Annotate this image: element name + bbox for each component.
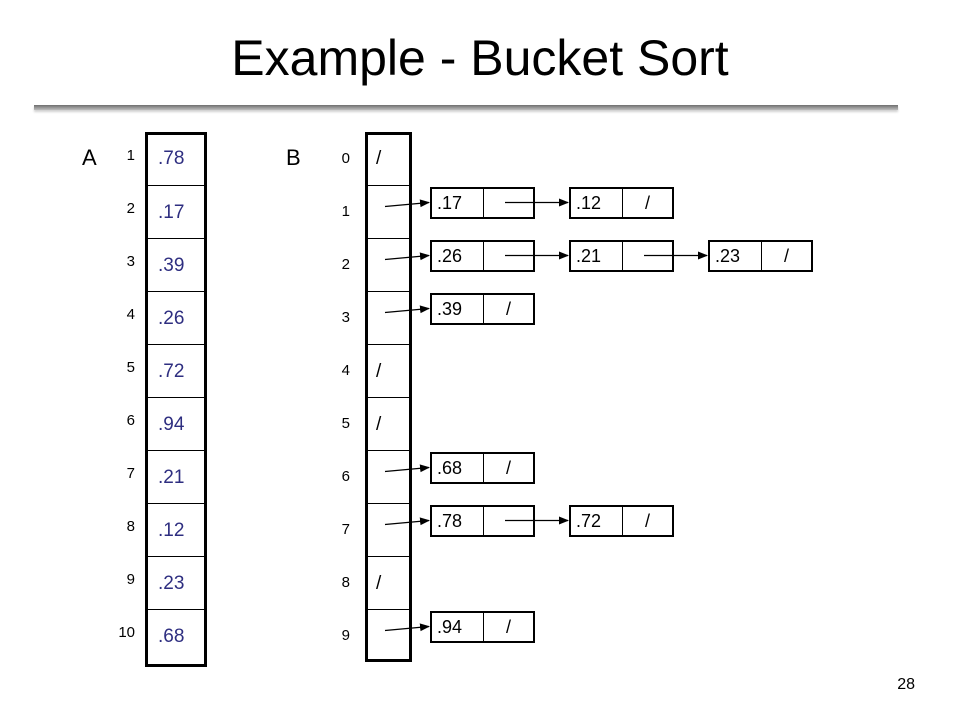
array-a-cell: .17 <box>148 185 204 238</box>
title-underline <box>34 105 898 110</box>
node-value: .21 <box>571 241 623 270</box>
array-a-cell: .23 <box>148 556 204 609</box>
node-next-pointer: / <box>783 245 789 266</box>
array-a: .78 .17.39.26.72.94.21.12.23.68 <box>145 132 207 667</box>
array-a-cell: .94 <box>148 397 204 450</box>
array-b-cell: / <box>376 148 382 169</box>
node-value: .39 <box>432 294 484 323</box>
array-a-index: 4 <box>126 306 135 323</box>
node-next-pointer: / <box>505 616 511 637</box>
array-b-index: 6 <box>341 468 350 485</box>
array-a-index: 1 <box>126 147 135 164</box>
node-value: .12 <box>571 188 623 217</box>
array-b-cell <box>368 503 409 556</box>
array-b-cell <box>368 609 409 662</box>
node-value: .68 <box>432 453 484 482</box>
node-next-pointer: / <box>505 298 511 319</box>
list-node: .68 / <box>430 451 535 484</box>
array-b-index: 7 <box>341 521 350 538</box>
array-b-index: 4 <box>341 362 350 379</box>
array-a-index: 2 <box>126 200 135 217</box>
list-node: .17 <box>430 186 535 219</box>
array-b-label: B <box>286 145 301 170</box>
node-next-pointer <box>484 507 533 535</box>
node-value: .17 <box>432 188 484 217</box>
array-b-cell <box>368 185 409 238</box>
array-b-index: 1 <box>341 203 350 220</box>
node-next-pointer: / <box>644 510 650 531</box>
node-value: .72 <box>571 506 623 535</box>
array-b-cell: / <box>368 556 409 609</box>
node-value: .78 <box>432 506 484 535</box>
list-node: .94 / <box>430 610 535 643</box>
array-b-index: 8 <box>341 574 350 591</box>
list-node: .26 <box>430 239 535 272</box>
array-a-cell: .39 <box>148 238 204 291</box>
array-a-index: 10 <box>118 624 135 641</box>
node-value: .23 <box>710 241 762 270</box>
array-b-cell <box>368 238 409 291</box>
array-a-cell: .72 <box>148 344 204 397</box>
array-b-cell <box>368 450 409 503</box>
list-node: .78 <box>430 504 535 537</box>
page-number: 28 <box>897 676 915 693</box>
array-b-index: 3 <box>341 309 350 326</box>
array-a-cell: .12 <box>148 503 204 556</box>
array-a-cell: .21 <box>148 450 204 503</box>
array-b-index: 2 <box>341 256 350 273</box>
list-node: .12 / <box>569 186 674 219</box>
array-a-index: 9 <box>126 571 135 588</box>
array-a-cell: .26 <box>148 291 204 344</box>
array-a-index: 3 <box>126 253 135 270</box>
array-a-index: 7 <box>126 465 135 482</box>
node-next-pointer: / <box>505 457 511 478</box>
array-a-cell: .78 <box>158 148 185 169</box>
node-next-pointer <box>484 242 533 270</box>
array-b-index: 5 <box>341 415 350 432</box>
list-node: .72 / <box>569 504 674 537</box>
node-next-pointer: / <box>644 192 650 213</box>
list-node: .39 / <box>430 292 535 325</box>
array-b-index: 0 <box>341 150 350 167</box>
slide-title: Example - Bucket Sort <box>231 30 729 86</box>
array-a-cell: .68 <box>148 609 204 662</box>
array-a-label: A <box>82 145 97 170</box>
node-next-pointer <box>623 242 672 270</box>
node-next-pointer <box>484 189 533 217</box>
array-a-index: 6 <box>126 412 135 429</box>
array-a-index: 8 <box>126 518 135 535</box>
list-node: .21 <box>569 239 674 272</box>
node-value: .26 <box>432 241 484 270</box>
array-b: //// <box>365 132 412 662</box>
array-a-index: 5 <box>126 359 135 376</box>
array-b-cell <box>368 291 409 344</box>
array-b-cell: / <box>368 397 409 450</box>
list-node: .23 / <box>708 239 813 272</box>
array-b-index: 9 <box>341 627 350 644</box>
node-value: .94 <box>432 612 484 641</box>
array-b-cell: / <box>368 344 409 397</box>
